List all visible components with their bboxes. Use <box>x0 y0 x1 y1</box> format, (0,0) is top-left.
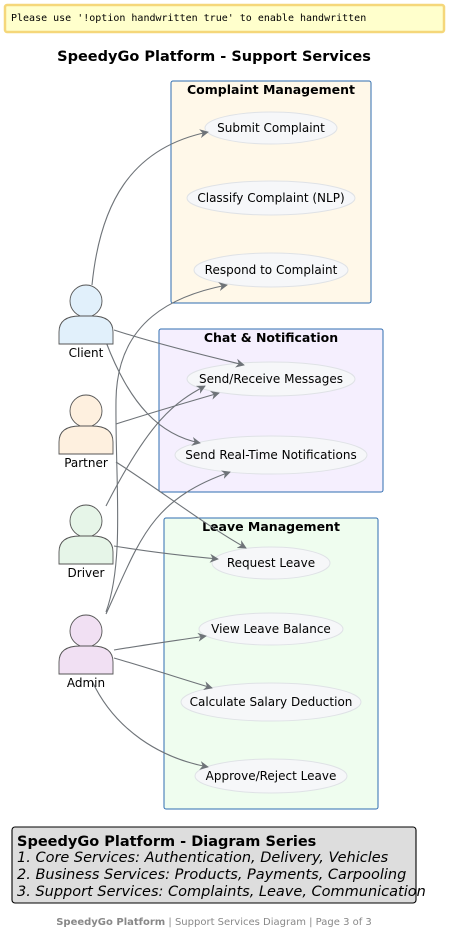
relations <box>91 129 247 770</box>
usecase-submit-complaint[interactable]: Submit Complaint <box>204 111 338 145</box>
relation-admin-approve-reject <box>91 680 209 770</box>
usecase-send-notifications[interactable]: Send Real-Time Notifications <box>174 435 368 475</box>
relation-driver-request-leave <box>113 545 219 563</box>
diagram-title: SpeedyGo Platform - Support Services <box>57 49 371 65</box>
warning-note: Please use '!option handwritten true' to… <box>3 3 446 34</box>
actor-label: Client <box>69 346 104 360</box>
relation-admin-view-leave-balance <box>113 632 207 651</box>
relation-client-notifications <box>105 341 201 446</box>
package-title: Chat & Notification <box>204 330 338 345</box>
package-complaint-management: Complaint Management Submit Complaint Cl… <box>170 80 372 304</box>
usecase-calculate-salary-deduction[interactable]: Calculate Salary Deduction <box>180 682 362 722</box>
legend-frame <box>11 826 417 904</box>
usecase-label: Classify Complaint (NLP) <box>197 191 344 205</box>
user-icon <box>58 614 114 675</box>
relation-admin-salary-deduction <box>113 657 213 691</box>
relation-client-submit-complaint <box>91 129 209 286</box>
footer-brand: SpeedyGo Platform <box>56 917 165 928</box>
note-box <box>3 3 446 34</box>
package-box <box>163 517 379 810</box>
relation-client-messages <box>113 329 245 368</box>
footer-info: | Support Services Diagram | Page 3 of 3 <box>165 917 372 928</box>
usecase-label: Respond to Complaint <box>205 263 338 277</box>
actor-driver[interactable]: Driver <box>58 504 114 580</box>
actor-label: Partner <box>64 456 108 470</box>
actor-label: Admin <box>67 676 105 690</box>
usecase-label: Send Real-Time Notifications <box>185 448 356 462</box>
package-leave-management: Leave Management Request Leave View Leav… <box>163 517 379 810</box>
actor-label: Driver <box>68 566 105 580</box>
legend-line-1: 1. Core Services: Authentication, Delive… <box>17 850 389 866</box>
note-text: Please use '!option handwritten true' to… <box>11 13 366 24</box>
usecase-classify-complaint[interactable]: Classify Complaint (NLP) <box>186 180 356 216</box>
usecase-send-receive-messages[interactable]: Send/Receive Messages <box>186 361 356 397</box>
usecase-label: Submit Complaint <box>217 121 325 135</box>
usecase-label: View Leave Balance <box>211 622 331 636</box>
user-icon <box>58 394 114 455</box>
usecase-label: Request Leave <box>227 556 315 570</box>
legend-line-2: 2. Business Services: Products, Payments… <box>17 867 406 883</box>
legend-box: SpeedyGo Platform - Diagram Series 1. Co… <box>11 826 426 904</box>
user-icon <box>58 504 114 565</box>
usecase-request-leave[interactable]: Request Leave <box>211 546 331 580</box>
usecase-label: Send/Receive Messages <box>199 372 343 386</box>
actor-client[interactable]: Client <box>58 284 114 360</box>
usecase-approve-reject-leave[interactable]: Approve/Reject Leave <box>194 758 348 794</box>
package-title: Leave Management <box>202 519 340 534</box>
user-icon <box>58 284 114 345</box>
package-chat-notification: Chat & Notification Send/Receive Message… <box>158 328 384 493</box>
footer: SpeedyGo Platform | Support Services Dia… <box>56 917 372 928</box>
relation-driver-messages <box>105 385 206 507</box>
actor-admin[interactable]: Admin <box>58 614 114 690</box>
relation-partner-request-leave <box>115 461 247 549</box>
package-title: Complaint Management <box>187 82 355 97</box>
usecase-label: Calculate Salary Deduction <box>190 695 353 709</box>
usecase-label: Approve/Reject Leave <box>206 769 337 783</box>
relation-admin-respond-complaint <box>105 282 228 613</box>
actor-partner[interactable]: Partner <box>58 394 114 470</box>
legend-line-3: 3. Support Services: Complaints, Leave, … <box>17 884 426 900</box>
usecase-view-leave-balance[interactable]: View Leave Balance <box>198 612 344 646</box>
relation-admin-notifications <box>105 470 231 615</box>
legend-title: SpeedyGo Platform - Diagram Series <box>17 834 316 850</box>
usecase-respond-complaint[interactable]: Respond to Complaint <box>193 252 349 288</box>
